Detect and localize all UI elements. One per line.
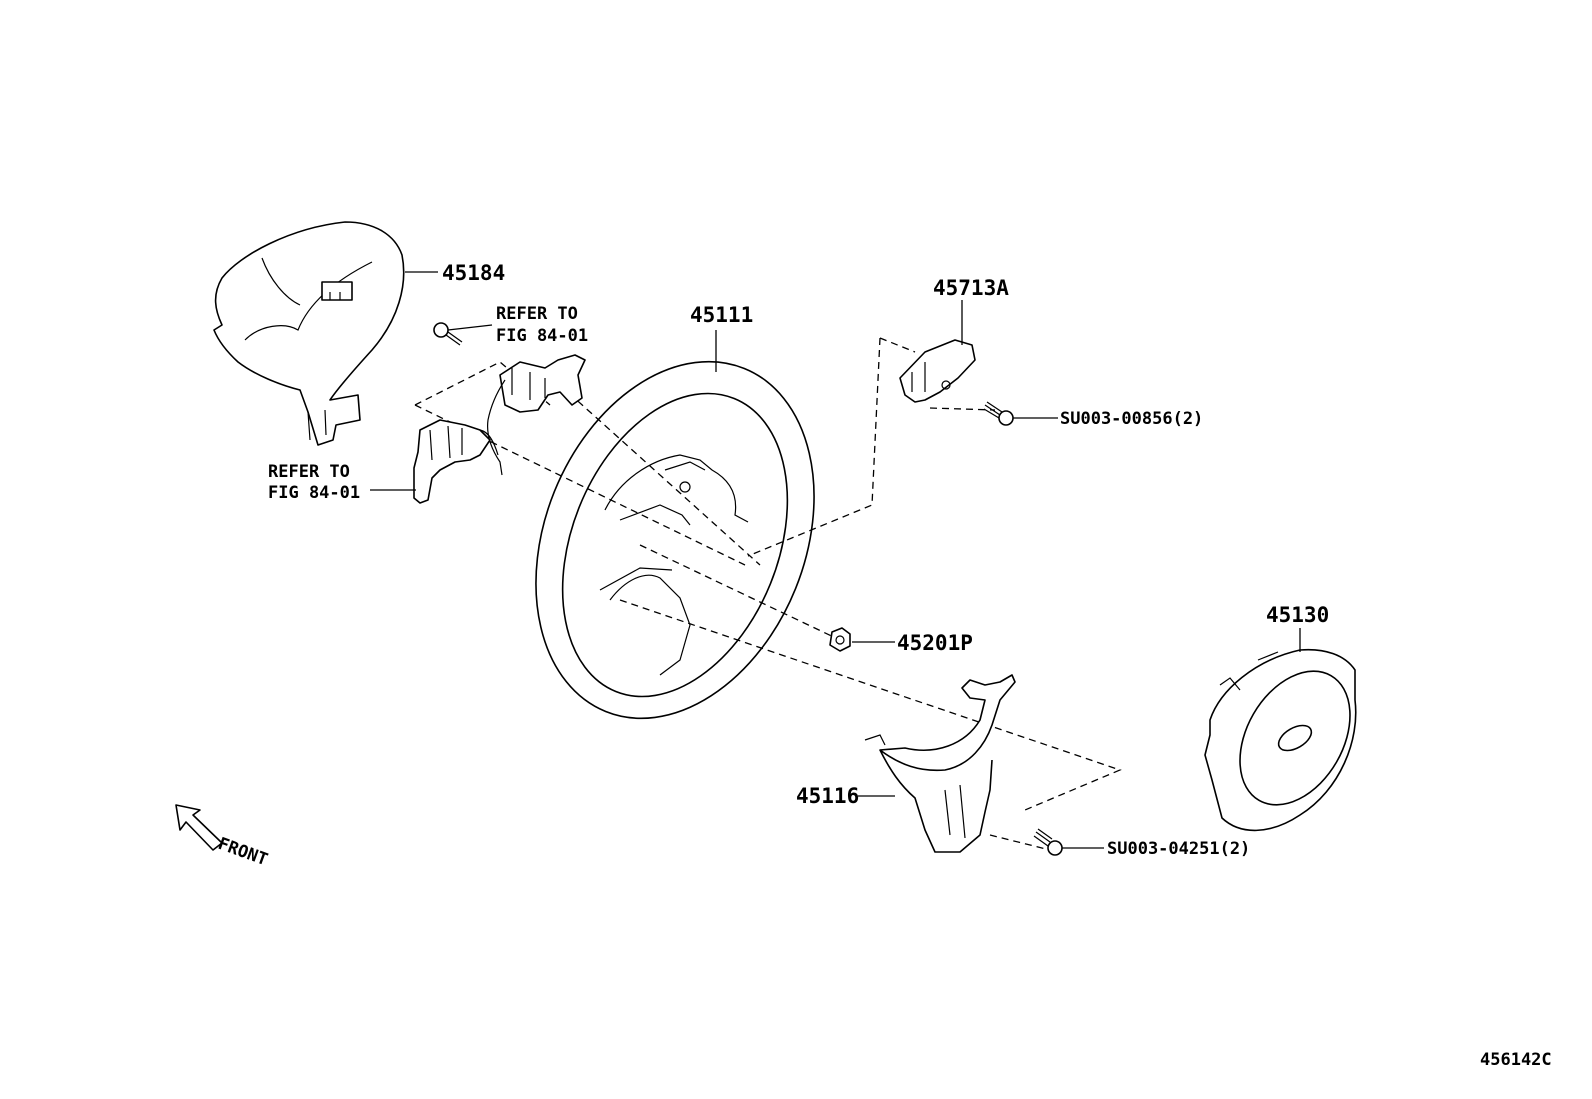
- drawing-id: 456142C: [1480, 1050, 1552, 1070]
- refer-upper-line2: FIG 84-01: [496, 326, 588, 346]
- paddle-switch-upper[interactable]: [487, 354, 586, 476]
- airbag-45130[interactable]: [1204, 648, 1373, 832]
- part-label-45130: 45130: [1266, 603, 1329, 627]
- paddle-switch-lower[interactable]: [413, 419, 499, 504]
- refer-upper-line1: REFER TO: [496, 304, 578, 324]
- refer-lower-line1: REFER TO: [268, 462, 350, 482]
- front-arrow-icon: [175, 804, 223, 851]
- part-label-45111: 45111: [690, 303, 753, 327]
- refer-lower-line2: FIG 84-01: [268, 483, 360, 503]
- front-label: FRONT: [215, 834, 270, 870]
- switch-assembly-45713a[interactable]: [899, 339, 976, 403]
- screw-su003-00856[interactable]: [983, 401, 1014, 426]
- steering-wheel-45111[interactable]: [485, 320, 865, 760]
- leader-refer-upper: [447, 324, 493, 331]
- screw-refer[interactable]: [433, 322, 463, 346]
- part-label-su003-04251: SU003-04251(2): [1107, 839, 1250, 859]
- part-label-45201p: 45201P: [897, 631, 973, 655]
- part-label-45116: 45116: [796, 784, 859, 808]
- nut-45201p[interactable]: [829, 627, 851, 652]
- part-label-45184: 45184: [442, 261, 505, 285]
- column-cover-45184[interactable]: [213, 221, 405, 446]
- lower-cover-45116[interactable]: [864, 674, 1016, 853]
- part-label-45713a: 45713A: [933, 276, 1009, 300]
- part-label-su003-00856: SU003-00856(2): [1060, 409, 1203, 429]
- screw-su003-04251[interactable]: [1033, 828, 1063, 856]
- assembly-dashed-lines: [414, 337, 1122, 851]
